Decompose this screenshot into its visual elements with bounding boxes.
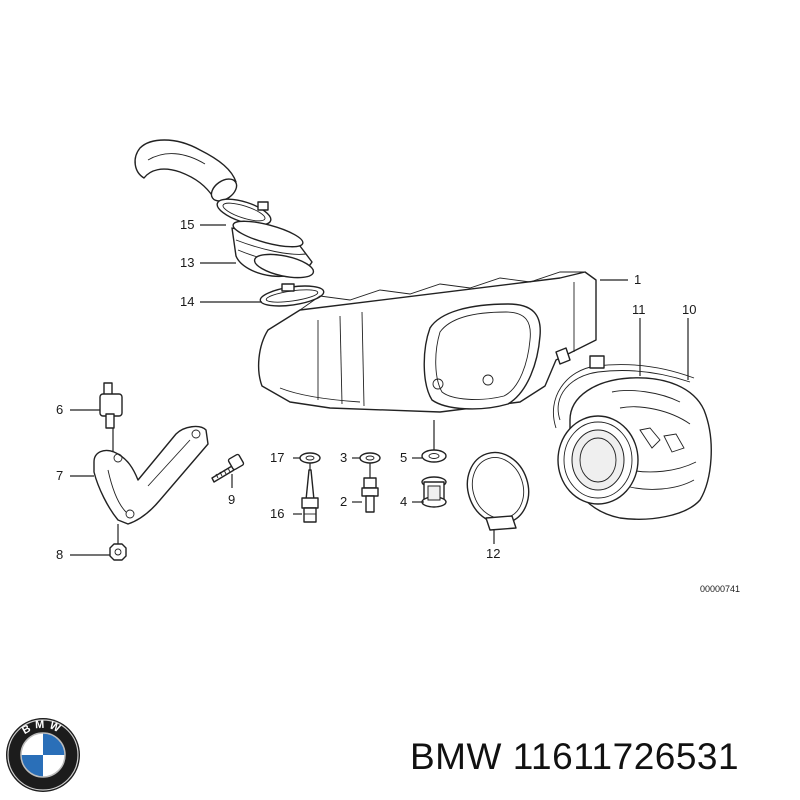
part-11-seal-ring xyxy=(552,355,695,429)
callout-1: 1 xyxy=(634,272,641,287)
part-1-intake-housing xyxy=(257,271,597,413)
part-5-seal-washer xyxy=(421,449,447,463)
callout-5: 5 xyxy=(400,450,407,465)
part-3-washer xyxy=(359,452,381,464)
callout-3: 3 xyxy=(340,450,347,465)
part-12-hose-clamp xyxy=(466,451,530,531)
brand-name: BMW xyxy=(410,736,502,777)
part-10-air-mass-meter xyxy=(557,377,712,520)
part-17-washer xyxy=(299,452,321,464)
leader-lines xyxy=(70,224,689,556)
callout-14: 14 xyxy=(180,294,194,309)
part-14-ring xyxy=(259,283,325,307)
part-16-temperature-sensor xyxy=(301,469,319,523)
part-4-grommet xyxy=(421,476,447,508)
part-7-bracket xyxy=(93,425,209,525)
upper-intake-hose xyxy=(134,139,238,202)
callout-10: 10 xyxy=(682,302,696,317)
callout-11: 11 xyxy=(632,302,646,317)
callout-7: 7 xyxy=(56,468,63,483)
callout-17: 17 xyxy=(270,450,284,465)
exploded-parts-diagram: 15 13 14 1 11 10 6 7 8 9 17 16 3 2 5 4 1… xyxy=(56,139,740,594)
part-9-bolt xyxy=(211,453,245,483)
bmw-logo: BMW xyxy=(6,718,80,792)
callout-8: 8 xyxy=(56,547,63,562)
callout-6: 6 xyxy=(56,402,63,417)
callout-9: 9 xyxy=(228,492,235,507)
part-2-nipple xyxy=(361,477,379,513)
part-8-nut xyxy=(109,543,127,561)
callout-16: 16 xyxy=(270,506,284,521)
callout-labels: 15 13 14 1 11 10 6 7 8 9 17 16 3 2 5 4 1… xyxy=(56,217,740,594)
diagram-reference-code: 00000741 xyxy=(700,584,740,594)
part-number: 11611726531 xyxy=(512,736,740,777)
part-13-rubber-boot xyxy=(231,220,315,279)
callout-13: 13 xyxy=(180,255,194,270)
callout-2: 2 xyxy=(340,494,347,509)
part-6-rubber-mount xyxy=(99,382,123,429)
callout-4: 4 xyxy=(400,494,407,509)
product-caption: BMW 11611726531 xyxy=(410,736,739,778)
callout-15: 15 xyxy=(180,217,194,232)
callout-12: 12 xyxy=(486,546,500,561)
